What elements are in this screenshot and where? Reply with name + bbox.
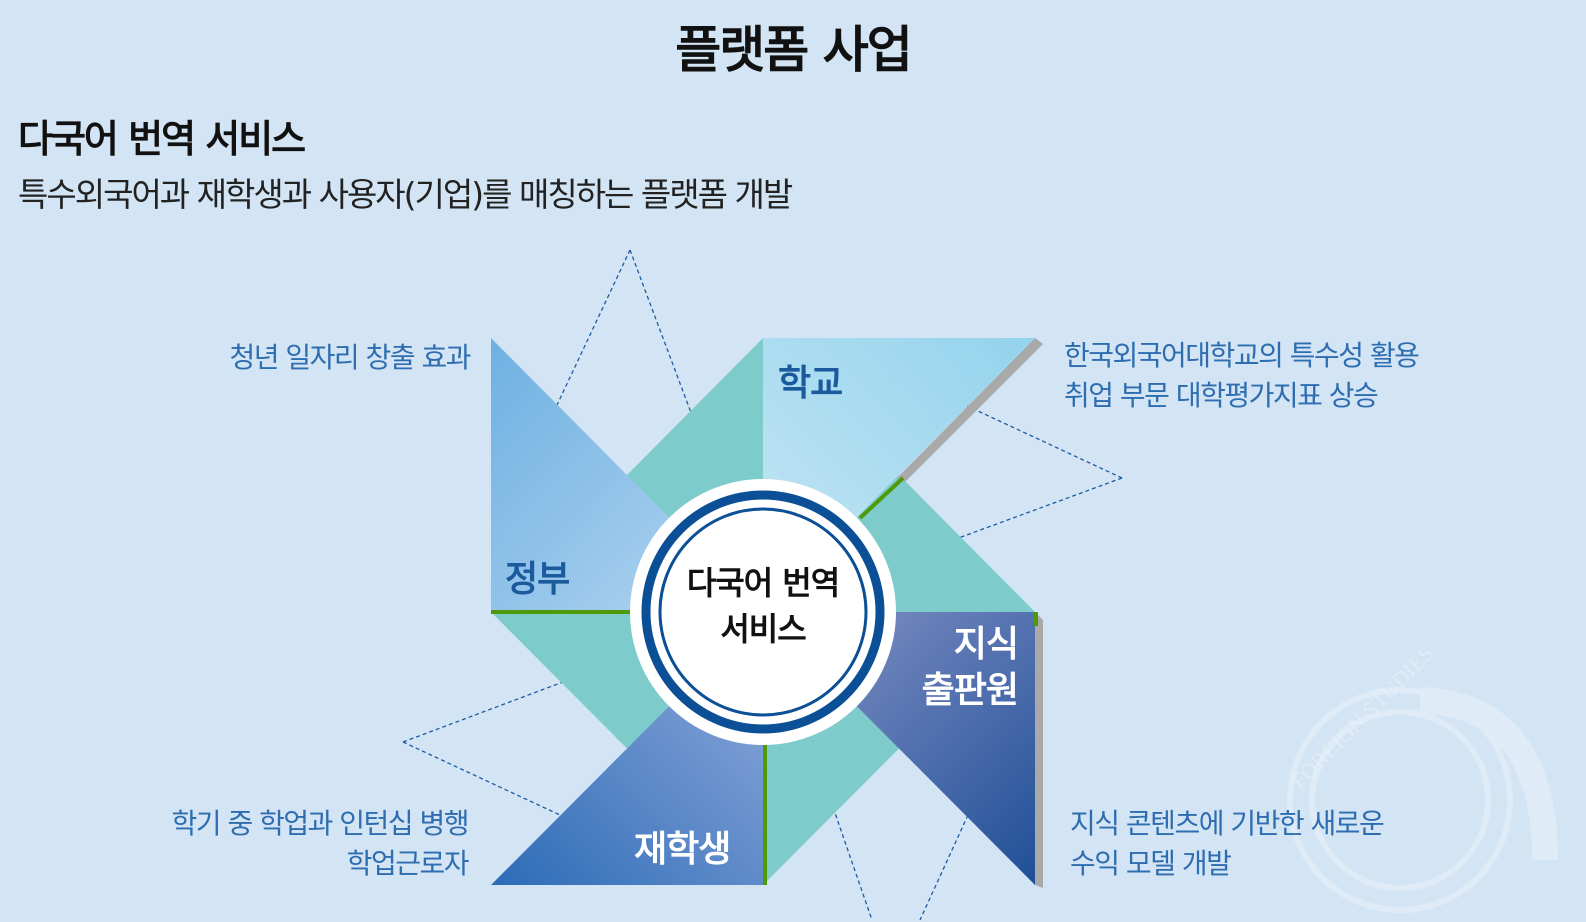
center-label: 다국어 번역 서비스 xyxy=(640,560,886,652)
publisher-label-line2: 출판원 xyxy=(921,670,1019,711)
publisher-note-line1: 지식 콘텐츠에 기반한 새로운 xyxy=(1070,807,1385,840)
school-note-line2: 취업 부문 대학평가지표 상승 xyxy=(1064,379,1379,412)
section-title: 다국어 번역 서비스 xyxy=(18,117,306,161)
publisher-label-line1: 지식 xyxy=(953,624,1019,665)
publisher-note: 지식 콘텐츠에 기반한 새로운 수익 모델 개발 xyxy=(1070,804,1385,884)
students-note-line1: 학기 중 학업과 인턴십 병행 xyxy=(171,807,470,840)
publisher-shadow xyxy=(1035,612,1043,888)
school-shadow xyxy=(897,338,1043,482)
watermark-seal xyxy=(1287,687,1558,913)
students-note-line2: 학업근로자 xyxy=(346,847,470,880)
page-title: 플랫폼 사업 xyxy=(675,21,912,79)
students-label: 재학생 xyxy=(634,829,731,870)
students-note: 학기 중 학업과 인턴십 병행 학업근로자 xyxy=(100,804,470,884)
school-note-line1: 한국외국어대학교의 특수성 활용 xyxy=(1064,339,1420,372)
green-accent-lines xyxy=(491,476,1038,885)
section-description: 특수외국어과 재학생과 사용자(기업)를 매칭하는 플랫폼 개발 xyxy=(18,175,793,214)
school-note: 한국외국어대학교의 특수성 활용 취업 부문 대학평가지표 상승 xyxy=(1064,336,1420,416)
publisher-note-line2: 수익 모델 개발 xyxy=(1070,847,1232,880)
center-label-line1: 다국어 번역 xyxy=(686,564,840,602)
school-label: 학교 xyxy=(778,363,843,404)
center-circle xyxy=(630,479,896,745)
government-note: 청년 일자리 창출 효과 xyxy=(229,341,471,374)
center-label-line2: 서비스 xyxy=(720,610,806,648)
publisher-label: 지식 출판원 xyxy=(900,622,1019,714)
government-label: 정부 xyxy=(505,559,570,600)
watermark-text: FOREIGN STUDIES xyxy=(1286,641,1439,794)
